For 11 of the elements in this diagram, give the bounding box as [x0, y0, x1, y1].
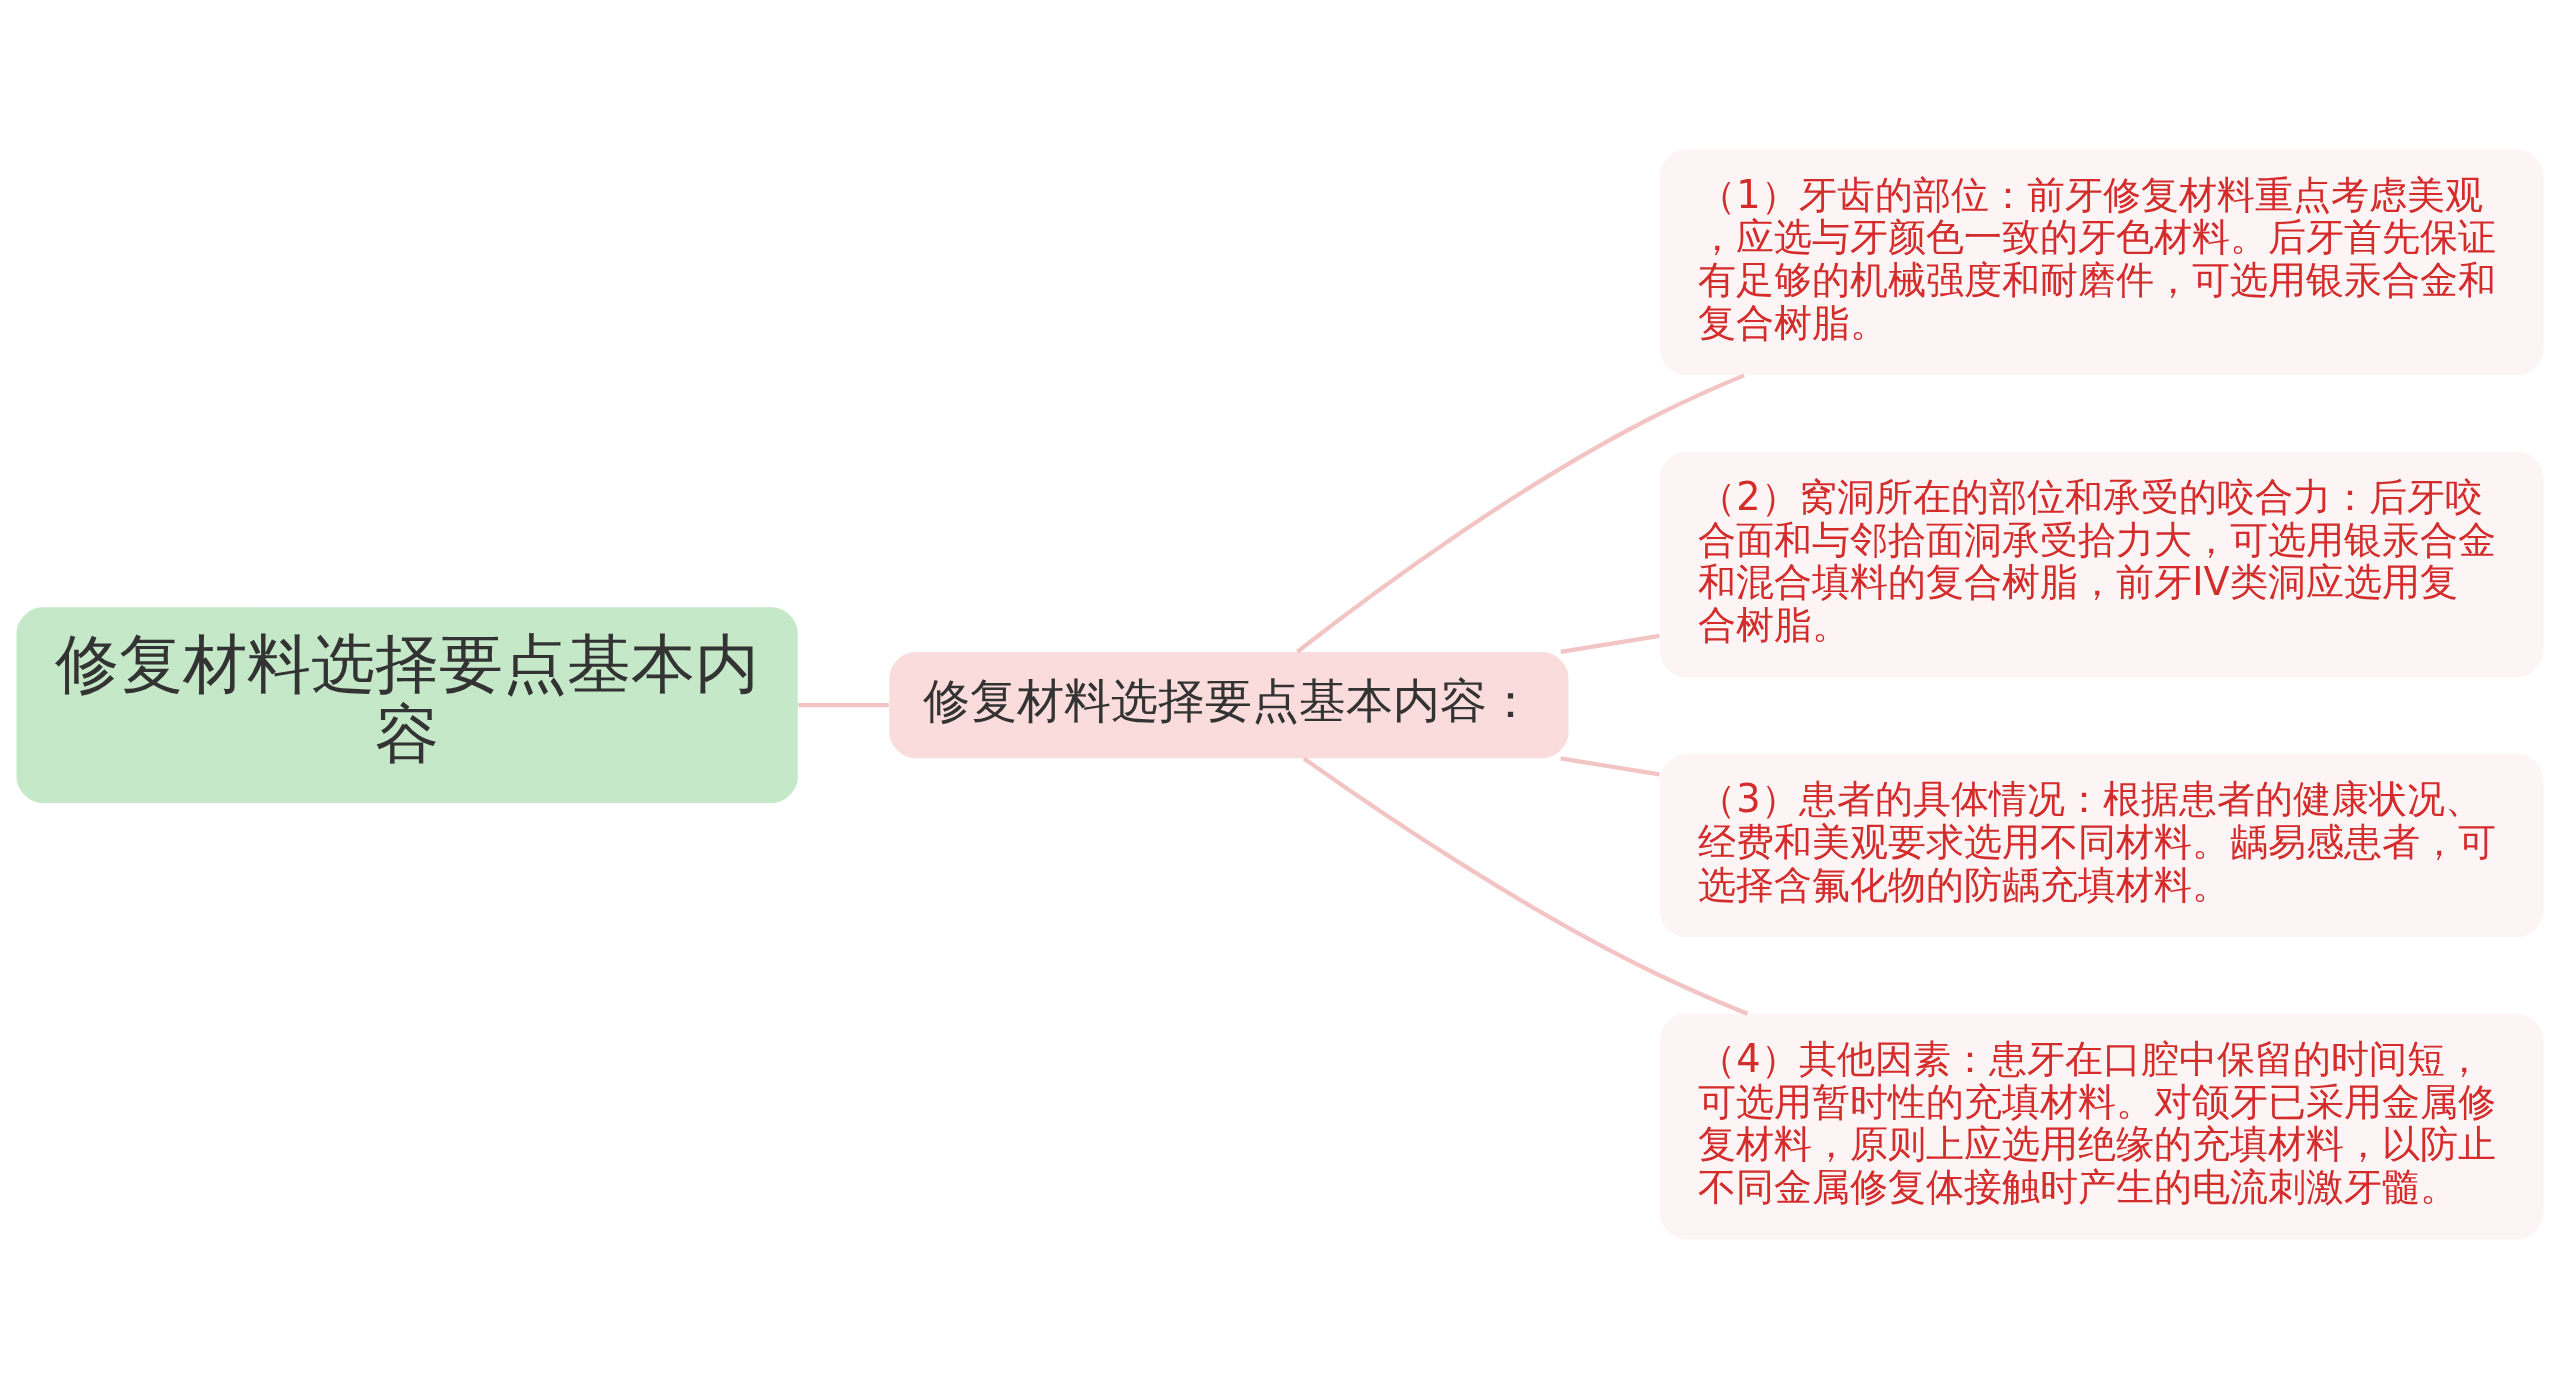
- node-box: （3）患者的具体情况：根据患者的健康状况、经费和美观要求选用不同材料。龋易感患者，可选择含氟化物的防龋充填材料。: [1660, 753, 2544, 937]
- connector: [798, 702, 889, 707]
- node-box: （1）牙齿的部位：前牙修复材料重点考虑美观，应选与牙颜色一致的牙色材料。后牙首先保证有足够的机械强度和耐磨件，可选用银汞合金和复合树脂。: [1660, 149, 2544, 375]
- node-box: （2）窝洞所在的部位和承受的咬合力：后牙咬合面和与邻拾面洞承受拾力大，可选用银汞合金和混合填料的复合树脂，前牙IV类洞应选用复合树脂。: [1660, 451, 2544, 677]
- connector: [1560, 755, 1660, 777]
- connector: [1560, 633, 1660, 654]
- connector: [1302, 756, 1749, 1016]
- node-box: 修复材料选择要点基本内容：: [889, 651, 1569, 758]
- node-box: 修复材料选择要点基本内容: [16, 606, 798, 803]
- node-box: （4）其他因素：患牙在口腔中保留的时间短，可选用暂时性的充填材料。对颌牙已采用金属修复材料，原则上应选用绝缘的充填材料，以防止不同金属修复体接触时产生的电流刺激牙髓。: [1660, 1013, 2544, 1239]
- connector: [1296, 372, 1745, 653]
